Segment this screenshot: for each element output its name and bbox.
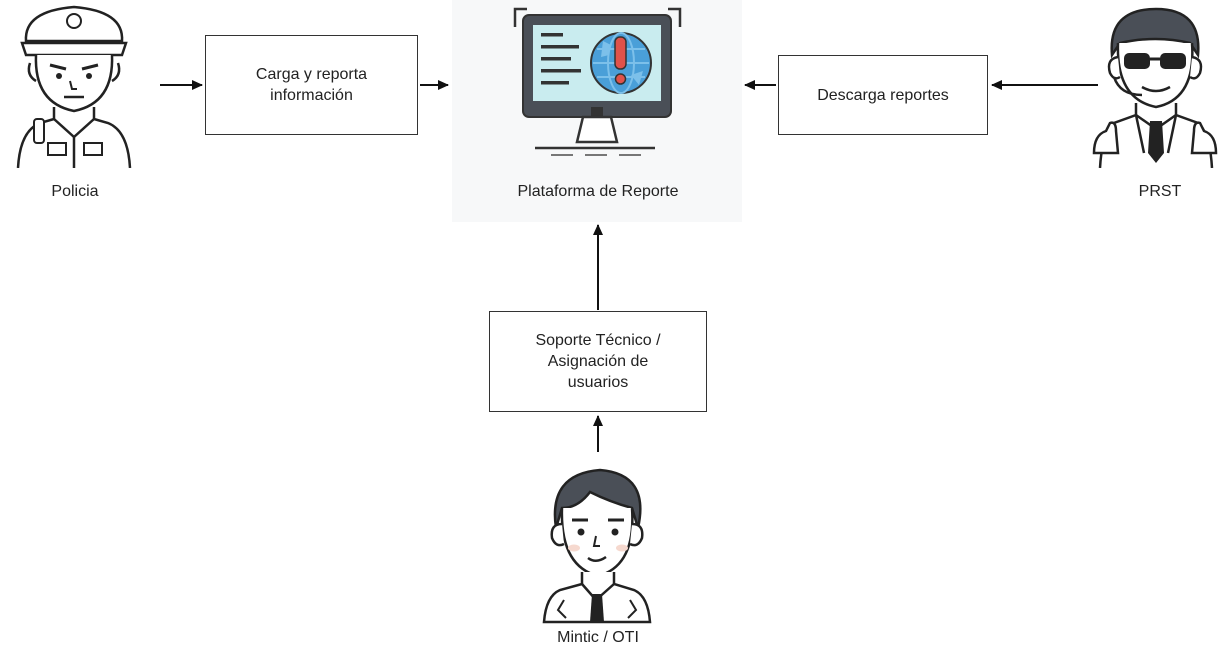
download-box-line-1: Descarga reportes [817,86,949,104]
businessman-headset-icon [1090,3,1220,168]
upload-report-box: Carga y reporta información [205,35,418,135]
monitor-alert-icon [505,5,690,165]
download-reports-box: Descarga reportes [778,55,988,135]
upload-box-line-2: información [270,87,353,104]
upload-box-line-1: Carga y reporta [255,66,368,83]
support-box: Soporte Técnico / Asignación de usuarios [489,311,707,412]
support-box-line-3: usuarios [567,374,629,391]
office-worker-icon [530,462,665,624]
support-box-line-2: Asignación de [547,353,649,370]
police-officer-icon [10,3,140,168]
mintic-label: Mintic / OTI [557,629,639,646]
police-label: Policia [51,183,99,200]
platform-label: Plataforma de Reporte [517,183,679,200]
support-box-line-1: Soporte Técnico / [535,332,661,349]
prst-label: PRST [1138,183,1182,200]
